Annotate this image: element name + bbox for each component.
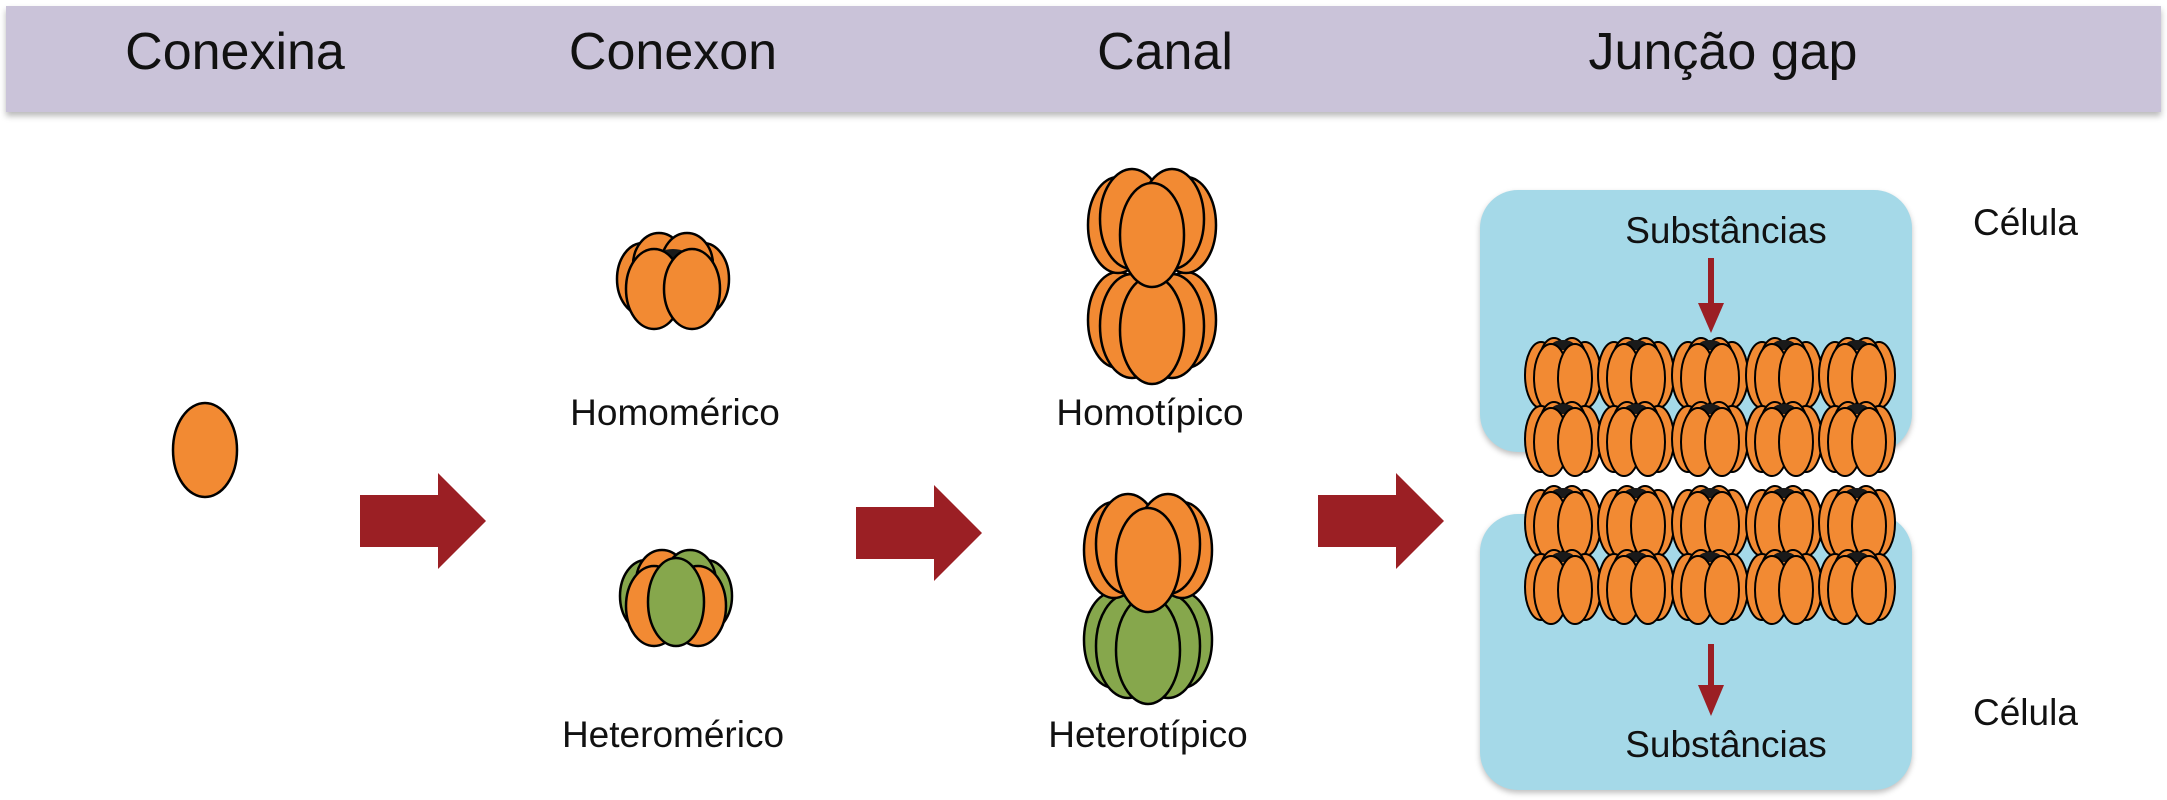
arrow-1 bbox=[360, 473, 486, 569]
connexin-single bbox=[171, 401, 239, 499]
label-heterotypic: Heterotípico bbox=[1048, 714, 1248, 755]
connexon-homomeric bbox=[615, 231, 731, 331]
label-substances-top: Substâncias bbox=[1625, 210, 1827, 251]
label-cell-top: Célula bbox=[1973, 202, 2078, 243]
arrow-2 bbox=[856, 485, 982, 581]
substance-arrow-bottom bbox=[1698, 644, 1724, 716]
header-juncao-gap: Junção gap bbox=[1588, 23, 1858, 81]
label-substances-bottom: Substâncias bbox=[1625, 724, 1827, 765]
header-conexon: Conexon bbox=[568, 23, 778, 81]
substance-arrow-top bbox=[1698, 258, 1724, 333]
label-heteromeric: Heteromérico bbox=[561, 714, 785, 755]
gap-junction-top-row bbox=[1525, 338, 1895, 476]
channel-heterotypic bbox=[1082, 492, 1214, 706]
header-bar bbox=[6, 6, 2161, 112]
channel-homotypic bbox=[1086, 167, 1218, 386]
header-conexina: Conexina bbox=[125, 23, 345, 81]
header-canal: Canal bbox=[1097, 23, 1233, 81]
gap-junction-bottom-row bbox=[1525, 486, 1895, 624]
label-homomeric: Homomérico bbox=[570, 392, 780, 433]
label-cell-bottom: Célula bbox=[1973, 692, 2078, 733]
connexon-heteromeric bbox=[618, 548, 734, 648]
label-homotypic: Homotípico bbox=[1056, 392, 1244, 433]
arrow-3 bbox=[1318, 473, 1444, 569]
